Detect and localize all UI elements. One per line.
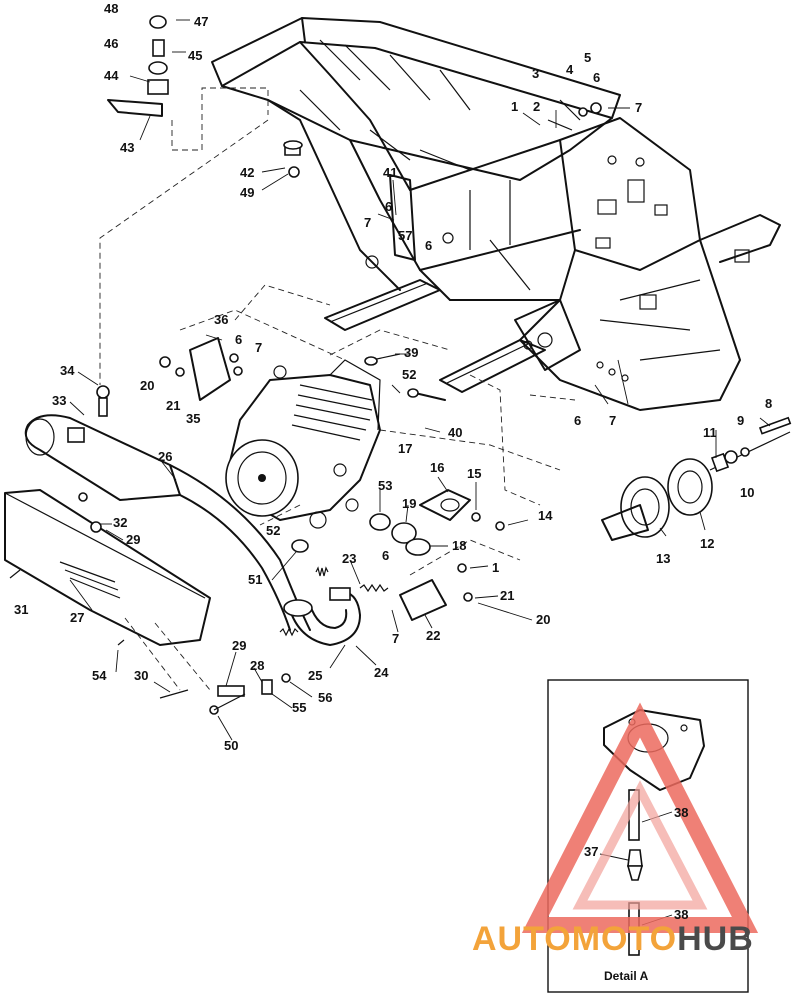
watermark-moto: MOTO xyxy=(572,920,677,958)
callout-6f: 6 xyxy=(382,548,389,563)
callout-47: 47 xyxy=(194,14,208,29)
callout-52b: 52 xyxy=(266,523,280,538)
callout-1b: 1 xyxy=(492,560,499,575)
leader-lines xyxy=(69,19,771,741)
callout-28: 28 xyxy=(250,658,264,673)
callout-6d: 6 xyxy=(235,332,242,347)
callout-40: 40 xyxy=(448,425,462,440)
callout-43: 43 xyxy=(120,140,134,155)
callout-30: 30 xyxy=(134,668,148,683)
callout-44: 44 xyxy=(104,68,119,83)
callout-1a: 1 xyxy=(511,99,518,114)
watermark-auto: AUTO xyxy=(472,920,572,958)
callout-55: 55 xyxy=(292,700,306,715)
drive-pulley-assembly xyxy=(601,416,792,541)
callout-50: 50 xyxy=(224,738,238,753)
callout-4: 4 xyxy=(566,62,574,77)
callout-9: 9 xyxy=(737,413,744,428)
exhaust-system xyxy=(4,414,361,646)
callout-21b: 21 xyxy=(500,588,514,603)
callout-37: 37 xyxy=(584,844,598,859)
callout-56: 56 xyxy=(318,690,332,705)
callout-5: 5 xyxy=(584,50,591,65)
callout-22: 22 xyxy=(426,628,440,643)
callout-53: 53 xyxy=(378,478,392,493)
callout-7c: 7 xyxy=(255,340,262,355)
callout-15: 15 xyxy=(467,466,481,481)
callout-31: 31 xyxy=(14,602,28,617)
callout-11: 11 xyxy=(703,425,717,440)
watermark-logo: AUTOMOTOHUB xyxy=(472,702,759,958)
callout-54: 54 xyxy=(92,668,107,683)
callout-7d: 7 xyxy=(609,413,616,428)
callout-20a: 20 xyxy=(140,378,154,393)
callout-6e: 6 xyxy=(574,413,581,428)
callout-33: 33 xyxy=(52,393,66,408)
callout-39: 39 xyxy=(404,345,418,360)
callout-7e: 7 xyxy=(392,631,399,646)
callout-19: 19 xyxy=(402,496,416,511)
callout-36: 36 xyxy=(214,312,228,327)
detail-a-label: Detail A xyxy=(604,969,649,983)
callout-10: 10 xyxy=(740,485,754,500)
callout-24: 24 xyxy=(374,665,389,680)
callout-52a: 52 xyxy=(402,367,416,382)
small-hardware xyxy=(9,15,750,715)
callout-7a: 7 xyxy=(364,215,371,230)
callout-3: 3 xyxy=(532,66,539,81)
watermark-hub: HUB xyxy=(677,920,754,958)
callout-13: 13 xyxy=(656,551,670,566)
callout-38a: 38 xyxy=(674,805,688,820)
callout-45: 45 xyxy=(188,48,202,63)
callout-21a: 21 xyxy=(166,398,180,413)
frame-assembly xyxy=(211,17,781,411)
callout-27: 27 xyxy=(70,610,84,625)
callout-29a: 29 xyxy=(126,532,140,547)
callout-labels: 48 47 46 45 44 43 42 49 41 6 7 57 6 3 4 … xyxy=(14,1,772,922)
callout-57: 57 xyxy=(398,228,412,243)
callout-12: 12 xyxy=(700,536,714,551)
callout-42: 42 xyxy=(240,165,254,180)
callout-26: 26 xyxy=(158,449,172,464)
callout-8: 8 xyxy=(765,396,772,411)
callout-7b: 7 xyxy=(635,100,642,115)
callout-18: 18 xyxy=(452,538,466,553)
callout-29b: 29 xyxy=(232,638,246,653)
callout-41: 41 xyxy=(383,165,397,180)
callout-25: 25 xyxy=(308,668,322,683)
callout-49: 49 xyxy=(240,185,254,200)
callout-34: 34 xyxy=(60,363,75,378)
reference-dashed-lines xyxy=(99,87,576,691)
callout-46: 46 xyxy=(104,36,118,51)
callout-6a: 6 xyxy=(385,199,392,214)
callout-32: 32 xyxy=(113,515,127,530)
callout-23: 23 xyxy=(342,551,356,566)
engine-assembly xyxy=(225,359,381,529)
callout-38b: 38 xyxy=(674,907,688,922)
callout-35: 35 xyxy=(186,411,200,426)
callout-6c: 6 xyxy=(593,70,600,85)
callout-51: 51 xyxy=(248,572,262,587)
callout-16: 16 xyxy=(430,460,444,475)
svg-text:AUTOMOTOHUB: AUTOMOTOHUB xyxy=(472,920,754,958)
callout-20b: 20 xyxy=(536,612,550,627)
callout-6b: 6 xyxy=(425,238,432,253)
callout-48: 48 xyxy=(104,1,118,16)
callout-17: 17 xyxy=(398,441,412,456)
callout-2: 2 xyxy=(533,99,540,114)
callout-14: 14 xyxy=(538,508,553,523)
